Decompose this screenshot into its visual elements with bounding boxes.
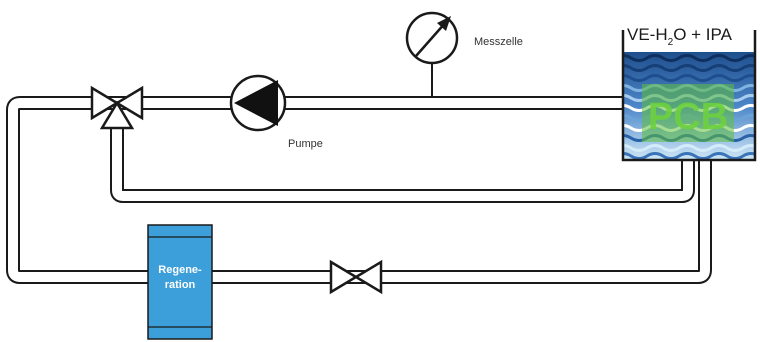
pcb-label: PCB	[648, 96, 728, 138]
three-way-valve-icon	[90, 85, 144, 130]
pump-label: Pumpe	[288, 138, 323, 150]
regeneration-unit: Regene- ration	[147, 224, 213, 340]
return-pipe-loop	[110, 125, 695, 203]
gauge-icon	[405, 11, 459, 65]
pump-icon	[229, 74, 287, 132]
tank-walls	[621, 30, 757, 162]
gate-valve-icon	[329, 259, 383, 295]
regeneration-label-line2: ration	[165, 279, 196, 291]
regeneration-label-line1: Regene-	[158, 264, 202, 276]
tank-title: VE-H2O + IPA	[627, 25, 733, 48]
tank: PCB	[621, 30, 757, 162]
measuring-cell-label: Messzelle	[474, 36, 523, 48]
outer-pipe-loop	[6, 96, 712, 284]
pcb-board	[642, 84, 734, 142]
